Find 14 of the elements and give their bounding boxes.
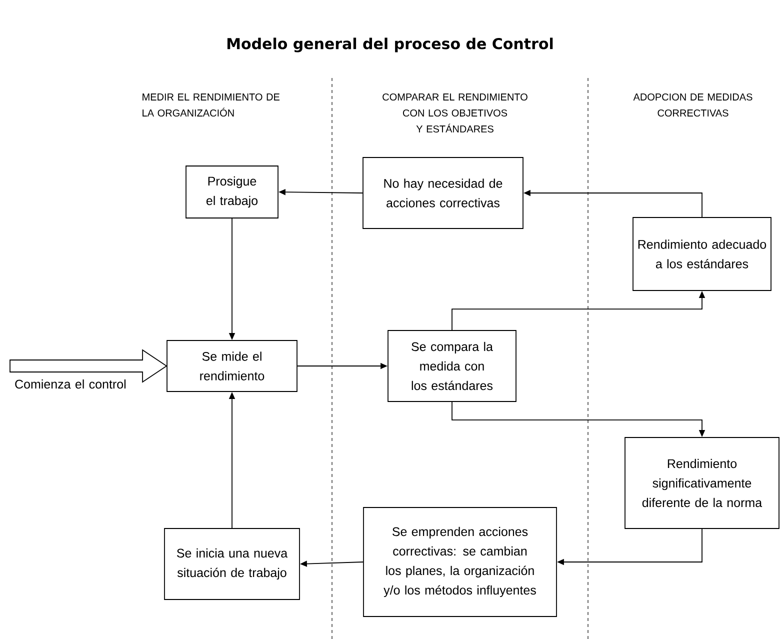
start-label: Comienza el control bbox=[15, 379, 126, 389]
column-heading: ADOPCION DE MEDIDAS CORRECTIVAS bbox=[633, 93, 752, 117]
process-box: Se emprenden acciones correctivas: se cambian los planes, la organización y/o los métodos influyentes bbox=[363, 507, 557, 617]
block-arrow bbox=[10, 349, 168, 383]
column-heading: COMPARAR EL RENDIMIENTO CON LOS OBJETIVOS Y ESTÁNDARES bbox=[382, 93, 528, 133]
column-heading: MEDIR EL RENDIMIENTO DE LA ORGANIZACIÓN bbox=[142, 93, 280, 117]
process-box: No hay necesidad de acciones correctivas bbox=[362, 157, 524, 229]
process-box: Se compara la medida con los estándares bbox=[388, 330, 516, 402]
process-box: Rendimiento adecuado a los estándares bbox=[632, 217, 772, 291]
process-box: Se mide el rendimiento bbox=[166, 340, 298, 392]
process-box: Se inicia una nueva situación de trabajo bbox=[164, 528, 300, 600]
process-box: Rendimiento significativamente diferente de la norma bbox=[624, 437, 780, 529]
title: Modelo general del proceso de Control bbox=[227, 38, 553, 52]
process-box: Prosigue el trabajo bbox=[186, 166, 278, 218]
